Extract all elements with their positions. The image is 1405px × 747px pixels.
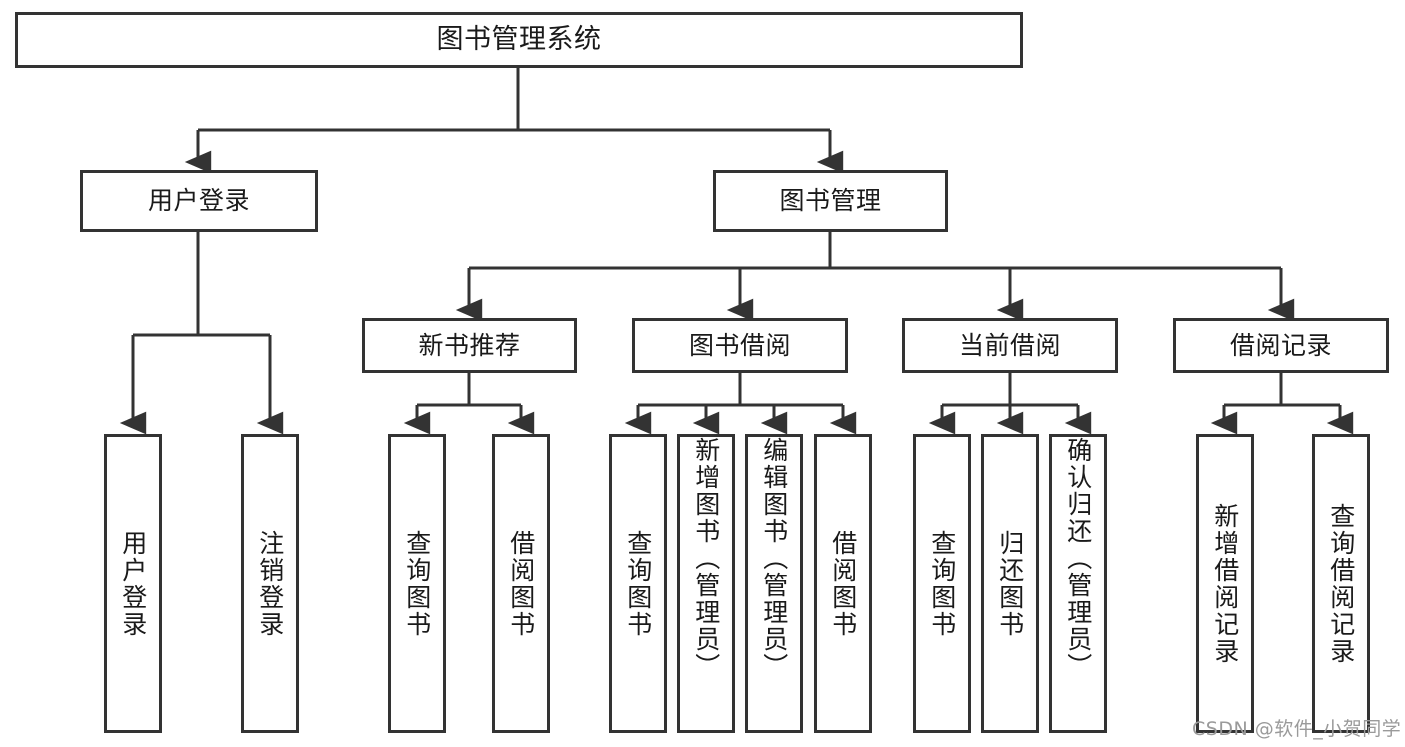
leaf-return-book[interactable]: 归还图书 <box>981 434 1039 733</box>
node-book-borrow[interactable]: 图书借阅 <box>632 318 848 373</box>
leaf-query-borrow-record[interactable]: 查询借阅记录 <box>1312 434 1370 733</box>
leaf-logout[interactable]: 注销登录 <box>241 434 299 733</box>
leaf-add-borrow-record[interactable]: 新增借阅记录 <box>1196 434 1254 733</box>
node-label: 图书管理系统 <box>436 24 602 56</box>
leaf-borrow-book-new[interactable]: 借阅图书 <box>492 434 550 733</box>
node-label: 借阅图书 <box>828 529 858 638</box>
node-current-borrow[interactable]: 当前借阅 <box>902 318 1118 373</box>
node-label: 用户登录 <box>147 186 250 216</box>
node-label: 查询借阅记录 <box>1326 502 1356 665</box>
node-label: 新书推荐 <box>418 330 521 360</box>
leaf-query-book-borrow[interactable]: 查询图书 <box>609 434 667 733</box>
leaf-query-book-current[interactable]: 查询图书 <box>913 434 971 733</box>
node-user-login[interactable]: 用户登录 <box>80 170 318 232</box>
node-label: 查询图书 <box>623 529 653 638</box>
node-label: 查询图书 <box>402 529 432 638</box>
leaf-borrow-book[interactable]: 借阅图书 <box>814 434 872 733</box>
leaf-user-login[interactable]: 用户登录 <box>104 434 162 733</box>
leaf-edit-book-admin[interactable]: 编辑图书（管理员） <box>745 434 803 733</box>
node-label: 新增图书（管理员） <box>691 437 721 680</box>
node-root-book-management-system[interactable]: 图书管理系统 <box>15 12 1023 68</box>
node-label: 当前借阅 <box>958 330 1061 360</box>
leaf-query-book-new[interactable]: 查询图书 <box>388 434 446 733</box>
watermark-text: CSDN @软件_小贺同学 <box>1192 718 1402 740</box>
node-label: 借阅记录 <box>1229 330 1332 360</box>
node-label: 图书借阅 <box>688 330 791 360</box>
node-book-management[interactable]: 图书管理 <box>713 170 948 232</box>
node-label: 确认归还（管理员） <box>1063 437 1093 680</box>
node-label: 图书管理 <box>779 186 882 216</box>
leaf-confirm-return-admin[interactable]: 确认归还（管理员） <box>1049 434 1107 733</box>
node-label: 注销登录 <box>255 529 285 638</box>
node-label: 新增借阅记录 <box>1210 502 1240 665</box>
node-borrow-records[interactable]: 借阅记录 <box>1173 318 1389 373</box>
node-label: 编辑图书（管理员） <box>759 437 789 680</box>
leaf-add-book-admin[interactable]: 新增图书（管理员） <box>677 434 735 733</box>
node-label: 借阅图书 <box>506 529 536 638</box>
node-label: 查询图书 <box>927 529 957 638</box>
node-label: 归还图书 <box>995 529 1025 638</box>
node-new-book-recommend[interactable]: 新书推荐 <box>362 318 577 373</box>
node-label: 用户登录 <box>118 529 148 638</box>
